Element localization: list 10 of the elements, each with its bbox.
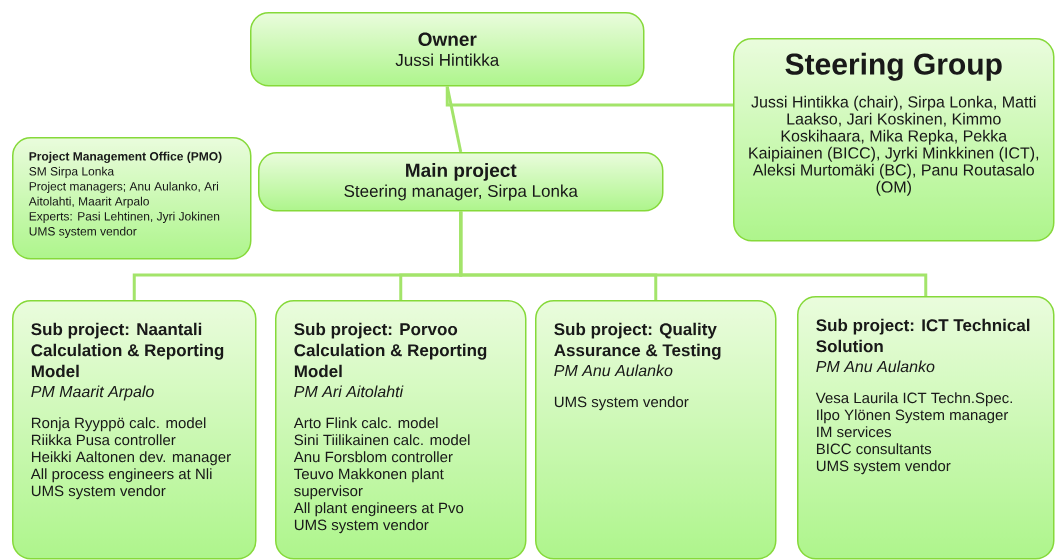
org-box: Steering Group Jussi Hintikka (chair), Sirpa Lonka, Matti Laakso, Jari Koskinen, Kimmo Koskihaara, Mika Repka, Pekka Kaipiainen (BICC), Jyrki Minkkinen (ICT), Aleksi Murtomäki (BC), Panu Routasalo (OM) bbox=[733, 38, 1055, 242]
connector-line bbox=[445, 86, 463, 153]
org-box: Main project Steering manager, Sirpa Lonka bbox=[258, 152, 664, 212]
org-box: Project Management Office (PMO) SM Sirpa Lonka Project managers; Anu Aulanko, Ari Aitolahti, Maarit Arpalo Experts: Pasi Lehtinen, Jyri Jokinen UMS system vendor bbox=[12, 137, 252, 260]
org-box: Sub project: Naantali Calculation & Reporting Model PM Maarit Arpalo Ronja Ryyppö calc. model Riikka Pusa controller Heikki Aaltonen dev. manager All process engineers at Nli UMS system vendor bbox=[12, 300, 257, 560]
org-box: Sub project: Quality Assurance & Testing PM Anu Aulanko UMS system vendor bbox=[535, 300, 777, 560]
org-box: Sub project: Porvoo Calculation & Reporting Model PM Ari Aitolahti Arto Flink calc. model Sini Tiilikainen calc. model Anu Forsblom controller Teuvo Makkonen plant supervisor All plant engineers at Pvo UMS system vendor bbox=[275, 300, 527, 560]
org-box: Sub project: ICT Technical Solution PM Anu Aulanko Vesa Laurila ICT Techn.Spec. Ilpo Ylönen System manager IM services BICC consultants UMS system vendor bbox=[797, 296, 1055, 560]
connector-line bbox=[459, 211, 928, 296]
org-box: Owner Jussi Hintikka bbox=[250, 12, 645, 87]
